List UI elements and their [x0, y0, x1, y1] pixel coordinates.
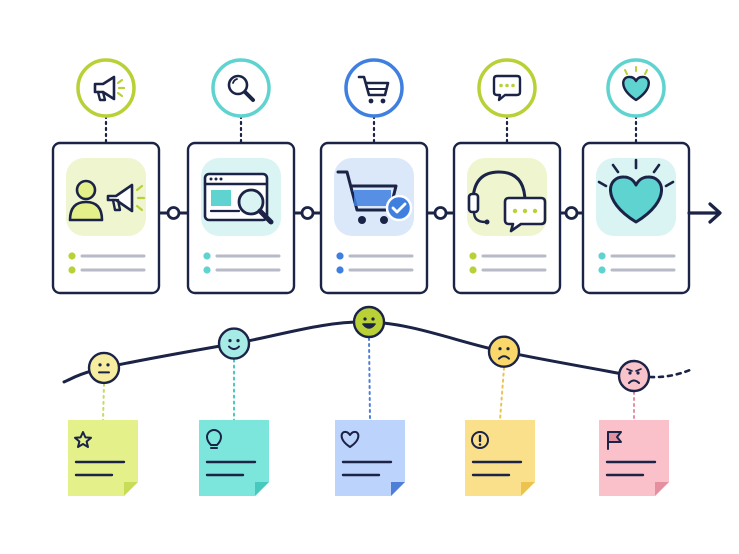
connector-2	[294, 206, 321, 220]
stage-badge	[344, 58, 404, 118]
arrow-head	[708, 202, 722, 224]
note-paper	[68, 420, 138, 496]
note-fold	[124, 482, 138, 496]
flag-icon	[607, 431, 622, 450]
glowing-heart-icon	[597, 158, 675, 224]
connector-node	[433, 206, 448, 220]
stage-card	[51, 141, 161, 295]
stage-4	[452, 58, 562, 295]
chat-bubble-icon	[492, 74, 522, 102]
stage-5	[581, 58, 691, 295]
stage-card	[186, 141, 296, 295]
headset-with-chat-icon	[467, 170, 547, 233]
feedback-2	[199, 327, 269, 496]
note-tether	[368, 337, 371, 421]
connector-4	[560, 206, 583, 220]
person-with-megaphone-icon	[68, 179, 146, 222]
note-paper	[335, 420, 405, 496]
card-bullet	[336, 266, 344, 274]
card-bullet	[68, 266, 76, 274]
card-bullet	[68, 252, 76, 260]
connector-node	[564, 206, 579, 220]
note-fold	[655, 482, 669, 496]
feedback-4	[465, 335, 535, 496]
stage-badge	[477, 58, 537, 118]
note-tether	[499, 366, 505, 421]
connector-node	[300, 206, 315, 220]
sticky-note	[465, 420, 535, 496]
sad-face-icon	[617, 359, 651, 393]
frowning-face-icon	[487, 335, 521, 368]
cart-with-checkmark-icon	[336, 170, 413, 224]
stage-badge	[76, 58, 136, 118]
note-tether	[102, 382, 105, 421]
megaphone-icon	[93, 75, 126, 102]
card-bullet	[469, 252, 477, 260]
sticky-note	[335, 420, 405, 496]
stage-3	[319, 58, 429, 295]
sticky-note	[68, 420, 138, 496]
stage-card	[581, 141, 691, 295]
feedback-5	[599, 359, 669, 496]
lightbulb-icon	[206, 429, 222, 449]
card-bullet	[203, 266, 211, 274]
connector-node	[166, 206, 181, 220]
feedback-notes	[68, 305, 669, 496]
stage-badge	[211, 58, 271, 118]
card-illustration-tile	[66, 158, 146, 236]
feedback-3	[335, 305, 405, 496]
stage-2	[186, 58, 296, 295]
sticky-note	[199, 420, 269, 496]
card-bullet	[336, 252, 344, 260]
emotion-line	[62, 320, 636, 384]
journey-end-arrow	[687, 202, 722, 224]
alert-circle-icon	[471, 431, 489, 449]
neutral-face-icon	[87, 351, 121, 385]
smiling-face-icon	[217, 327, 251, 360]
note-fold	[521, 482, 535, 496]
note-paper	[465, 420, 535, 496]
connector-1	[159, 206, 188, 220]
heart-icon	[622, 66, 650, 102]
heart-outline-icon	[340, 430, 360, 448]
stage-card	[452, 141, 562, 295]
note-fold	[255, 482, 269, 496]
magnifier-icon	[227, 74, 255, 102]
browser-search-icon	[203, 172, 274, 225]
card-bullet	[203, 252, 211, 260]
card-bullet	[469, 266, 477, 274]
stage-badge	[606, 58, 666, 118]
shopping-cart-icon	[357, 75, 390, 104]
stage-connectors	[159, 202, 722, 224]
stage-1	[51, 58, 161, 295]
card-bullet	[598, 252, 606, 260]
sticky-note	[599, 420, 669, 496]
card-bullet	[598, 266, 606, 274]
journey-stages	[51, 58, 691, 295]
star-icon	[74, 431, 92, 448]
note-paper	[199, 420, 269, 496]
grinning-face-icon	[352, 305, 386, 339]
connector-3	[427, 206, 454, 220]
note-fold	[391, 482, 405, 496]
stage-card	[319, 141, 429, 295]
feedback-1	[68, 351, 138, 496]
emotion-line-continuation	[648, 368, 692, 379]
